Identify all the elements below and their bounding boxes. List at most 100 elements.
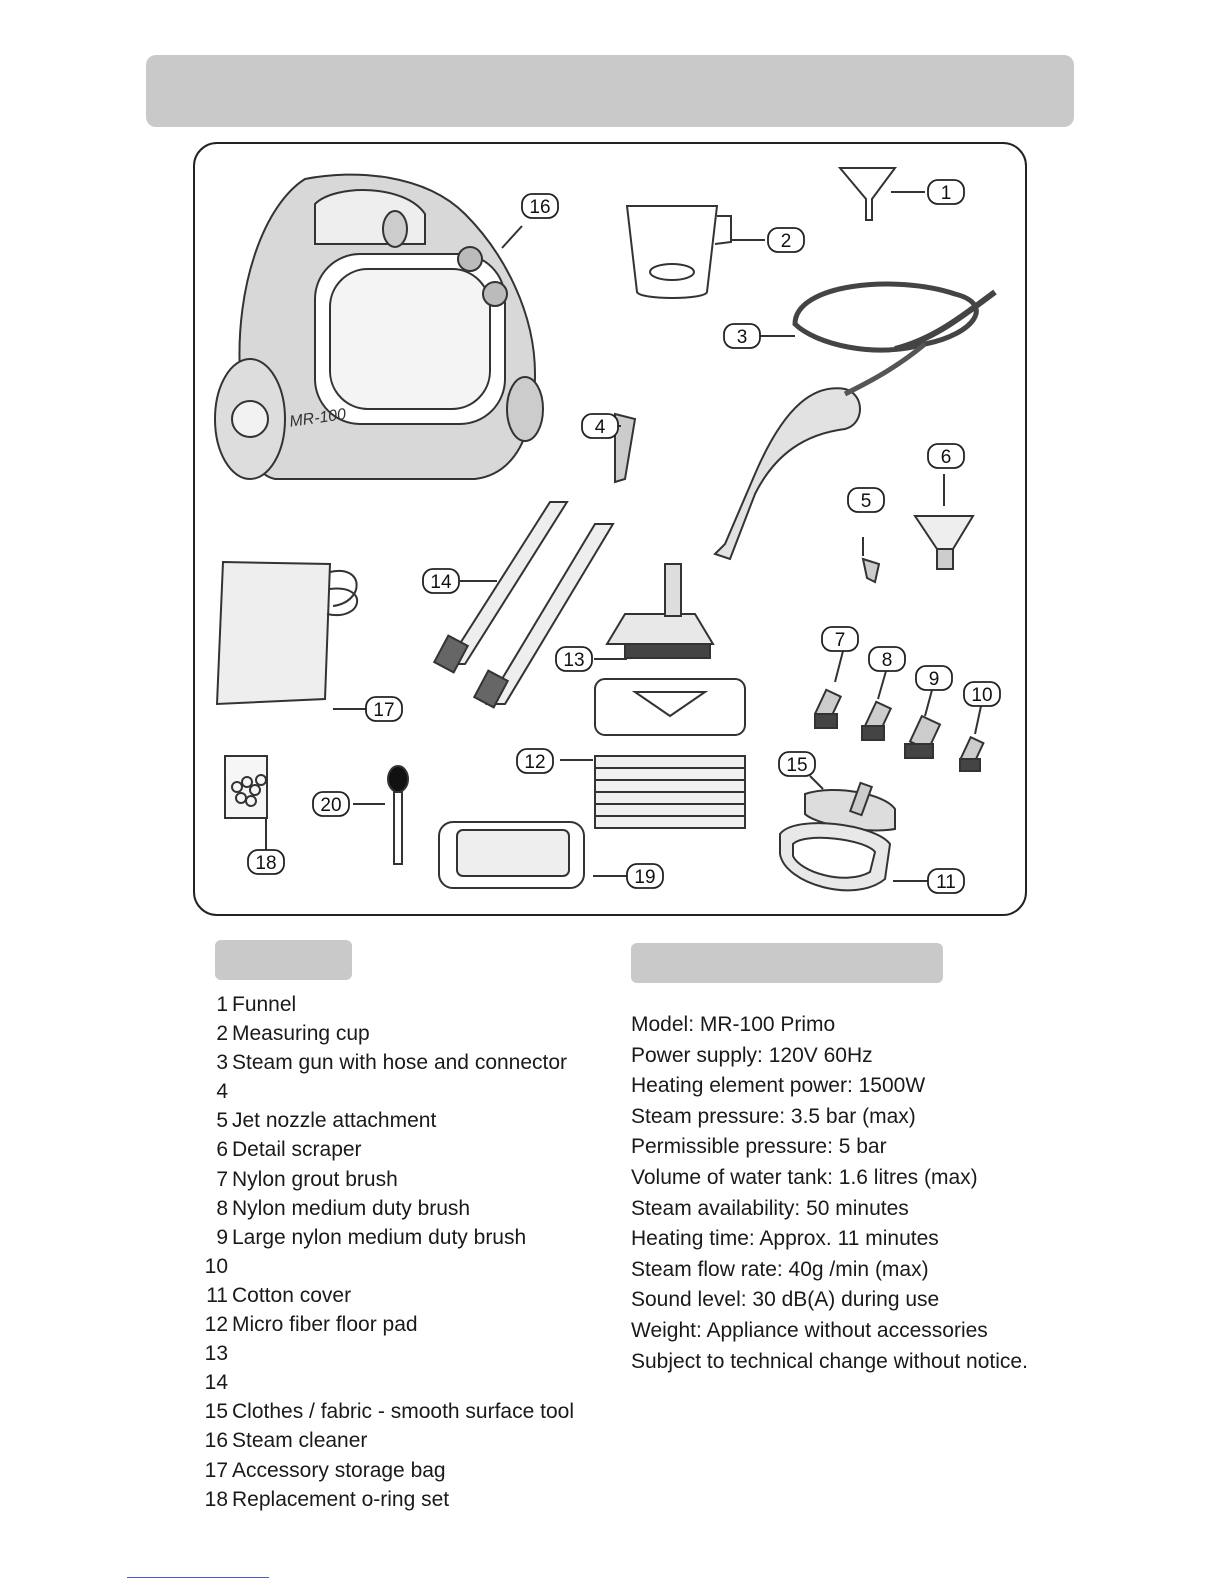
parts-section-tab: [215, 940, 352, 980]
list-item: 14: [198, 1368, 618, 1397]
part-number: 16: [198, 1426, 232, 1455]
spec-item: Heating element power: 1500W: [631, 1071, 1211, 1102]
list-item: 13: [198, 1339, 618, 1368]
callout-2: 2: [781, 231, 792, 252]
callout-18: 18: [255, 853, 276, 874]
o-ring-set-illustration: [225, 756, 267, 818]
callout-7: 7: [835, 630, 846, 651]
part-number: 15: [198, 1397, 232, 1426]
part-label: Jet nozzle attachment: [232, 1106, 436, 1135]
part-number: 5: [198, 1106, 232, 1135]
fabric-tool-illustration: [780, 783, 895, 890]
part-number: 14: [198, 1368, 232, 1397]
part-label: Funnel: [232, 990, 296, 1019]
callout-1: 1: [941, 183, 952, 204]
part-number: 13: [198, 1339, 232, 1368]
part-number: 2: [198, 1019, 232, 1048]
callout-15: 15: [786, 755, 807, 776]
spec-item: Power supply: 120V 60Hz: [631, 1041, 1211, 1072]
callout-10: 10: [971, 685, 992, 706]
part-number: 1: [198, 990, 232, 1019]
specifications-section-tab: [631, 943, 943, 983]
part-number: 11: [198, 1281, 232, 1310]
callout-17: 17: [373, 700, 394, 721]
frame-tool-illustration: [439, 822, 584, 888]
list-item: 10: [198, 1252, 618, 1281]
callout-4: 4: [595, 417, 606, 438]
part-number: 4: [198, 1077, 232, 1106]
list-item: 6Detail scraper: [198, 1135, 618, 1164]
part-number: 10: [198, 1252, 232, 1281]
callout-3: 3: [737, 327, 748, 348]
micro-fiber-pad-illustration: [595, 756, 745, 828]
accessories-illustration: MR-100: [195, 144, 1029, 918]
steam-cleaner-illustration: [215, 175, 543, 479]
part-label: Nylon grout brush: [232, 1165, 398, 1194]
floor-tool-illustration: [595, 679, 745, 735]
part-label: Measuring cup: [232, 1019, 370, 1048]
funnel-illustration: [840, 168, 895, 220]
extension-tubes-illustration: [434, 502, 613, 707]
callout-9: 9: [929, 669, 940, 690]
detail-scraper-illustration: [915, 516, 973, 549]
callout-19: 19: [634, 867, 655, 888]
part-number: 17: [198, 1456, 232, 1485]
list-item: 4: [198, 1077, 618, 1106]
part-label: Nylon medium duty brush: [232, 1194, 470, 1223]
spec-item: Sound level: 30 dB(A) during use: [631, 1285, 1211, 1316]
callout-5: 5: [861, 491, 872, 512]
header-bar: [146, 55, 1074, 127]
pin-tool-illustration: [388, 766, 408, 864]
part-label: Micro fiber floor pad: [232, 1310, 418, 1339]
part-label: Accessory storage bag: [232, 1456, 446, 1485]
part-number: 9: [198, 1223, 232, 1252]
part-number: 8: [198, 1194, 232, 1223]
part-label: Replacement o-ring set: [232, 1485, 449, 1514]
part-label: Steam cleaner: [232, 1426, 367, 1455]
spec-item: Steam flow rate: 40g /min (max): [631, 1255, 1211, 1286]
callout-11: 11: [936, 872, 956, 893]
callout-20: 20: [320, 795, 341, 816]
accessories-diagram: MR-100: [193, 142, 1027, 916]
callout-12: 12: [524, 752, 545, 773]
spec-item: Subject to technical change without noti…: [631, 1347, 1211, 1378]
part-number: 7: [198, 1165, 232, 1194]
spec-item: Model: MR-100 Primo: [631, 1010, 1211, 1041]
part-number: 6: [198, 1135, 232, 1164]
storage-bag-illustration: [217, 562, 357, 704]
part-number: 3: [198, 1048, 232, 1077]
footer-link-underline[interactable]: [127, 1577, 269, 1578]
part-label: Steam gun with hose and connector: [232, 1048, 567, 1077]
callout-16: 16: [529, 197, 550, 218]
spec-item: Weight: Appliance without accessories: [631, 1316, 1211, 1347]
callout-14: 14: [430, 572, 452, 593]
part-number: 18: [198, 1485, 232, 1514]
measuring-cup-illustration: [627, 206, 731, 298]
part-label: Clothes / fabric - smooth surface tool: [232, 1397, 574, 1426]
part-label: Large nylon medium duty brush: [232, 1223, 526, 1252]
jet-nozzle-illustration: [863, 559, 879, 582]
spec-item: Permissible pressure: 5 bar: [631, 1132, 1211, 1163]
callout-6: 6: [941, 447, 952, 468]
list-item: 2Measuring cup: [198, 1019, 618, 1048]
spec-item: Steam availability: 50 minutes: [631, 1194, 1211, 1225]
spec-item: Steam pressure: 3.5 bar (max): [631, 1102, 1211, 1133]
small-brushes-illustration: [815, 690, 983, 771]
spec-item: Heating time: Approx. 11 minutes: [631, 1224, 1211, 1255]
part-label: Cotton cover: [232, 1281, 351, 1310]
triangle-brush-illustration: [607, 564, 713, 658]
part-number: 12: [198, 1310, 232, 1339]
